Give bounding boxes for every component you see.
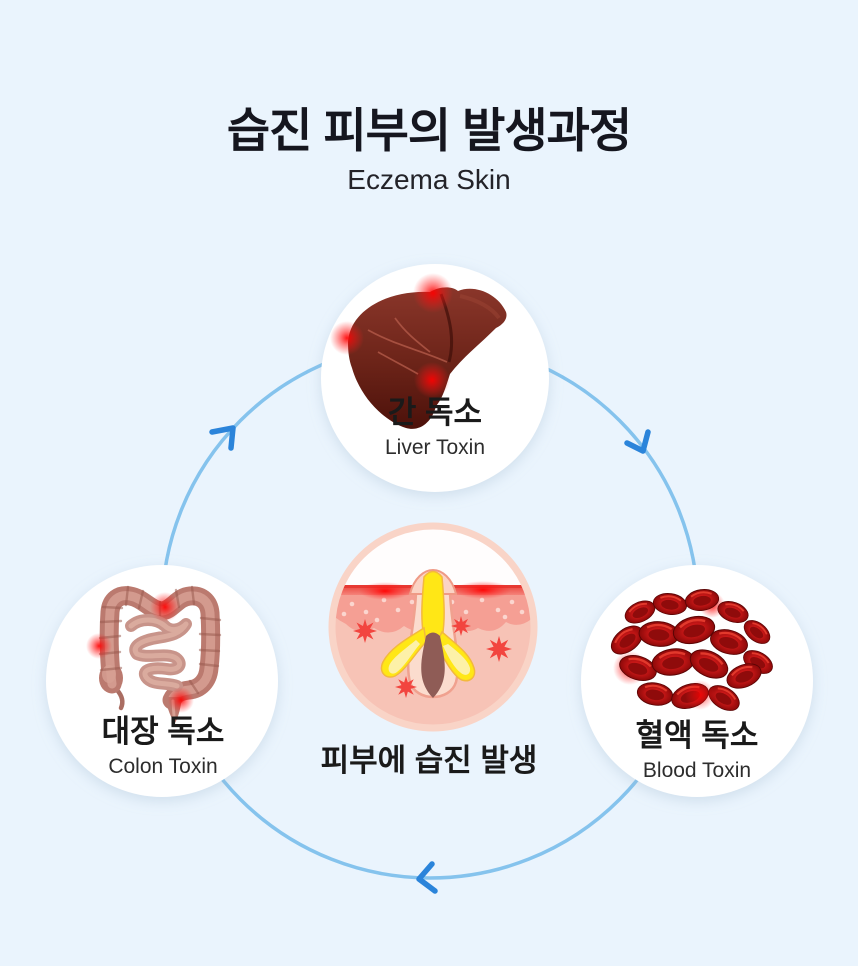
skin-cross-section-icon	[328, 522, 538, 732]
page-subtitle: Eczema Skin	[347, 164, 511, 195]
flow-arrow-bottom-icon	[416, 861, 438, 894]
flow-arrow-top-right-icon	[624, 429, 651, 454]
liver-icon	[330, 273, 507, 429]
blood-cells-icon	[610, 589, 773, 711]
flow-arrow-top-left-icon	[209, 425, 236, 451]
skin-circle-ring	[328, 522, 538, 732]
page-title: 습진 피부의 발생과정	[226, 104, 632, 157]
colon-icon	[86, 585, 222, 723]
